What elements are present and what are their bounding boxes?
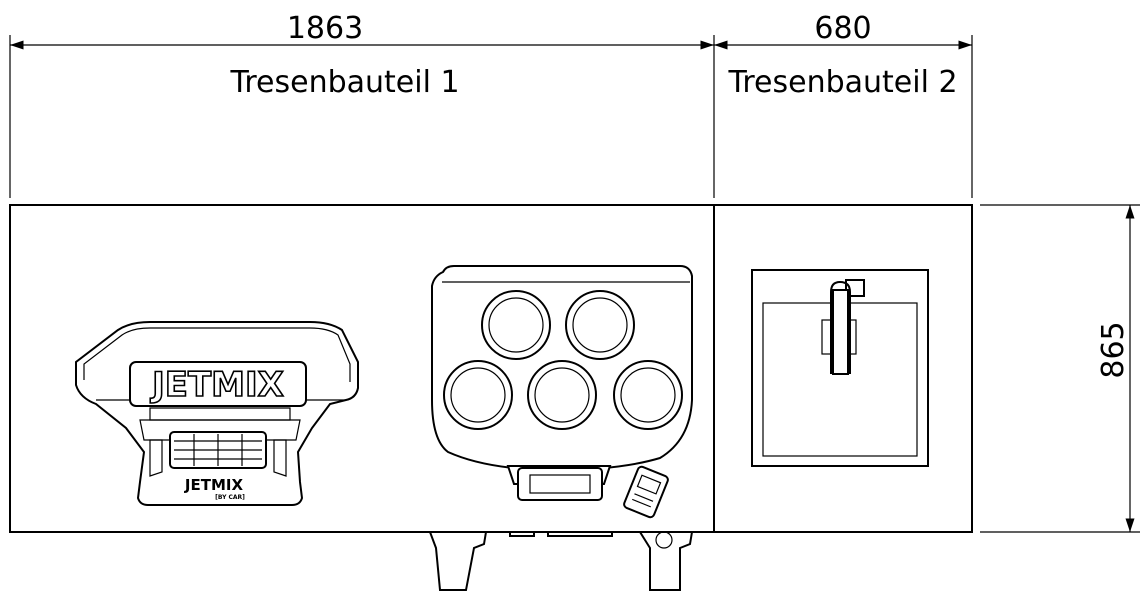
- brand-subtitle: [BY CAR]: [215, 494, 245, 501]
- tap-rings: [443, 290, 683, 430]
- display-panel: [517, 467, 603, 501]
- extension-lines: [9, 35, 1140, 533]
- vent-grille: [169, 431, 267, 469]
- dimension-height: 865: [1096, 321, 1131, 378]
- dimension-width-1: 1863: [287, 11, 363, 46]
- jetmix-machine: JETMIX JETMIX [BY CAR]: [75, 321, 359, 506]
- brand-logo: JETMIX: [150, 365, 284, 405]
- payment-terminal: [623, 465, 669, 519]
- label-part-2: Tresenbauteil 2: [727, 65, 957, 100]
- label-part-1: Tresenbauteil 1: [229, 65, 459, 100]
- faucet-icon: [821, 279, 865, 375]
- tap-dispenser-unit: [428, 265, 694, 591]
- counter-outline: [9, 204, 973, 533]
- dimension-width-2: 680: [814, 11, 871, 46]
- brand-logo-small: JETMIX: [184, 476, 244, 494]
- sink: [751, 269, 929, 467]
